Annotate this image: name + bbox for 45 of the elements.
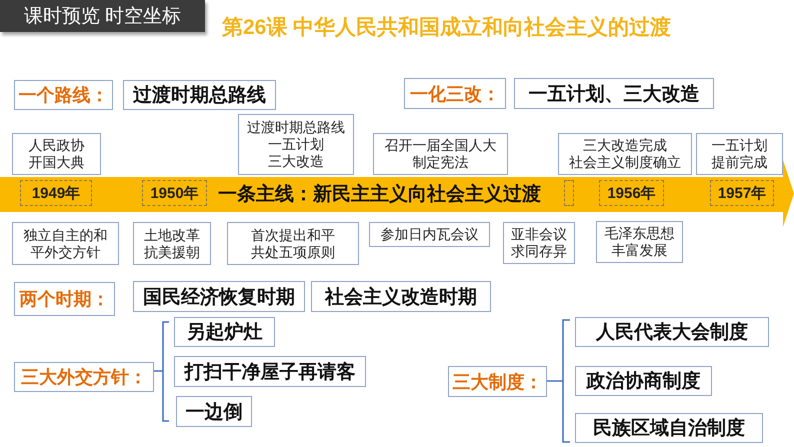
event-text: 抗美援朝	[144, 244, 200, 260]
summary-box: 过渡时期总路线	[123, 80, 276, 110]
event-box	[133, 222, 211, 265]
category-label: 三大制度：	[448, 366, 547, 397]
event-text: 一五计划	[268, 136, 324, 153]
item-box: 另起炉灶	[174, 317, 275, 347]
category-label: 一化三改：	[404, 78, 506, 109]
category-label: 一个路线：	[14, 80, 113, 110]
event-box: 参加日内瓦会议	[369, 222, 490, 247]
event-box	[558, 133, 692, 175]
event-text: 社会主义制度确立	[569, 154, 681, 171]
event-text: 制定宪法	[412, 154, 468, 171]
event-box: 独立自主的和平外交方针	[12, 222, 119, 265]
event-box: 一五计划提前完成	[696, 133, 783, 175]
event-text: 三大改造完成	[583, 137, 667, 154]
summary-box: 社会主义改造时期	[311, 281, 491, 312]
item-box: 民族区域自治制度	[575, 413, 763, 443]
summary-box: 国民经济恢复时期	[133, 281, 305, 312]
event-box	[238, 114, 354, 175]
category-label: 三大外交方针：	[14, 362, 154, 392]
event-box: 毛泽东思想丰富发展	[596, 221, 683, 263]
event-text: 三大改造	[268, 153, 324, 170]
year-tag: 1950年	[142, 180, 207, 206]
event-text: 开国大典	[28, 154, 84, 171]
event-text: 过渡时期总路线	[247, 119, 345, 136]
main-line-text: 一条主线：新民主主义向社会主义过渡	[218, 182, 541, 207]
category-label: 两个时期：	[14, 282, 115, 316]
year-tag: 1949年	[20, 180, 92, 206]
event-text: 人民政协	[28, 137, 84, 154]
lesson-title: 第26课 中华人民共和国成立和向社会主义的过渡	[222, 14, 672, 41]
dashed-frame	[564, 180, 574, 206]
year-tag: 1957年	[710, 180, 774, 206]
year-tag: 1956年	[599, 180, 664, 206]
item-box: 人民代表大会制度	[575, 317, 769, 347]
section-banner: 课时预览 时空坐标	[0, 0, 205, 32]
event-box: 亚非会议求同存异	[503, 222, 575, 264]
event-text: 土地改革	[144, 226, 200, 244]
summary-box: 一五计划、三大改造	[514, 78, 714, 109]
item-box: 打扫干净屋子再请客	[174, 356, 366, 387]
event-box	[373, 133, 508, 175]
event-box	[12, 133, 101, 175]
event-text: 召开一届全国人大	[384, 137, 496, 154]
event-box: 首次提出和平共处五项原则	[227, 222, 359, 265]
item-box: 政治协商制度	[575, 366, 712, 396]
item-box: 一边倒	[176, 396, 252, 427]
